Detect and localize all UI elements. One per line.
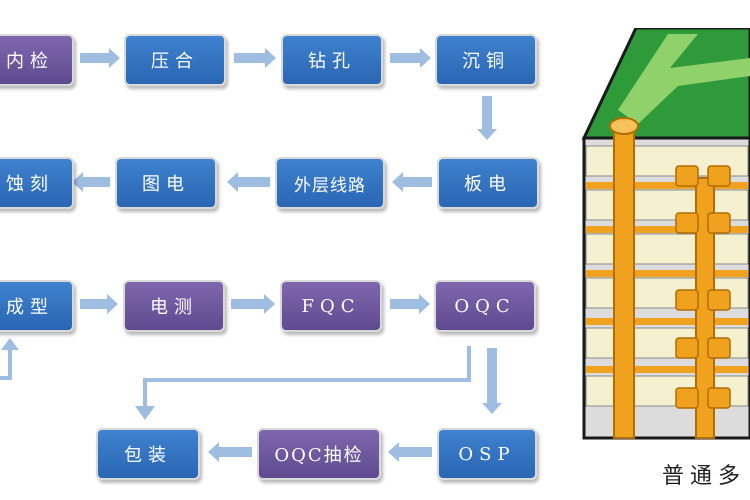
arrow-pattern-to-etching bbox=[72, 172, 110, 192]
pcb-copper-line bbox=[586, 182, 748, 189]
step-inner-inspect: 内检 bbox=[0, 34, 74, 86]
step-copper-deposition: 沉铜 bbox=[435, 34, 537, 86]
step-lamination: 压合 bbox=[124, 34, 226, 86]
arrow-fqc-to-oqc bbox=[390, 294, 430, 314]
pcb-pad bbox=[675, 165, 699, 187]
step-fqc: FQC bbox=[280, 280, 382, 332]
arrow-lamination-to-drilling bbox=[234, 48, 276, 68]
pcb-copper-line bbox=[586, 366, 748, 373]
pcb-pad bbox=[707, 212, 731, 234]
step-pattern-plating: 图电 bbox=[115, 157, 217, 209]
step-packaging: 包装 bbox=[96, 428, 200, 480]
pcb-surface-trace bbox=[618, 34, 750, 124]
step-electrical-test: 电测 bbox=[123, 280, 225, 332]
pcb-pad bbox=[675, 337, 699, 359]
arrow-test-to-fqc bbox=[231, 294, 275, 314]
arrow-oqc-to-osp bbox=[482, 348, 502, 414]
step-outer-layer: 外层线路 bbox=[275, 157, 385, 209]
arrowhead-profiling bbox=[1, 338, 19, 350]
connector-oqc-to-packaging bbox=[143, 346, 471, 406]
pcb-pad bbox=[675, 289, 699, 311]
pcb-cross-section-illustration bbox=[581, 28, 750, 440]
pcb-copper-line bbox=[586, 318, 748, 325]
arrow-panel-to-outer bbox=[392, 172, 432, 192]
illustration-caption: 普通多 bbox=[662, 464, 747, 489]
arrow-inner-to-lamination bbox=[80, 48, 120, 68]
pcb-pad bbox=[707, 165, 731, 187]
pcb-through-via bbox=[613, 123, 635, 439]
pcb-pad bbox=[707, 289, 731, 311]
arrowhead-packaging bbox=[135, 406, 155, 420]
arrow-drilling-to-copper bbox=[390, 48, 431, 68]
arrow-osp-to-sampling bbox=[388, 442, 432, 462]
step-oqc: OQC bbox=[434, 280, 536, 332]
step-oqc-sampling: OQC抽检 bbox=[257, 428, 381, 480]
step-panel-plating: 板电 bbox=[437, 157, 539, 209]
pcb-layer bbox=[585, 233, 749, 265]
step-etching: 蚀刻 bbox=[0, 157, 74, 209]
pcb-copper-line bbox=[586, 226, 748, 233]
pcb-pad bbox=[675, 387, 699, 409]
pcb-copper-line bbox=[586, 270, 748, 277]
arrow-copper-to-panel-plating bbox=[477, 96, 497, 140]
step-profiling: 成型 bbox=[0, 280, 74, 332]
step-osp: OSP bbox=[437, 428, 537, 480]
arrow-outer-to-pattern bbox=[227, 172, 270, 192]
arrow-profiling-to-test bbox=[80, 294, 118, 314]
step-drilling: 钻孔 bbox=[281, 34, 383, 86]
pcb-via-cap bbox=[609, 117, 639, 135]
connector-into-profiling bbox=[0, 350, 12, 380]
pcb-pad bbox=[707, 337, 731, 359]
arrow-sampling-to-packaging bbox=[208, 442, 252, 462]
pcb-pad bbox=[675, 212, 699, 234]
pcb-pad bbox=[707, 387, 731, 409]
